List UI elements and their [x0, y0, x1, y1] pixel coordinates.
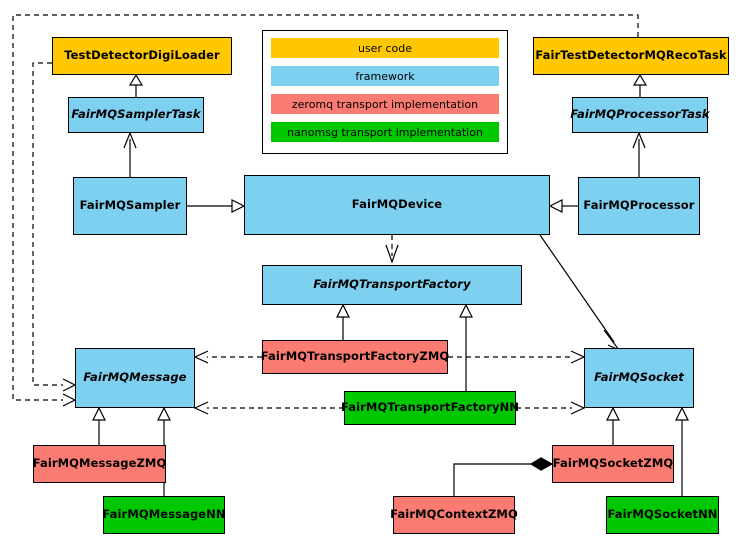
class-box-fairmqsamplertask[interactable]: FairMQSamplerTask [68, 97, 204, 133]
edge-transportfactoryzmq-to-transportfactory [336, 303, 350, 340]
edge-transportfactoryzmq-to-socket [448, 350, 586, 364]
class-box-fairmqprocessor[interactable]: FairMQProcessor [578, 177, 700, 235]
class-box-fairmqtransportfactorynn[interactable]: FairMQTransportFactoryNN [341, 391, 519, 425]
legend-panel: user code framework zeromq transport imp… [262, 30, 508, 154]
class-box-fairmqcontextzmq[interactable]: FairMQContextZMQ [390, 496, 518, 534]
edge-sampler-to-device [187, 199, 246, 213]
edge-samplertask-to-digiloader [128, 73, 144, 97]
edge-socketnn-to-socket [675, 406, 689, 496]
class-box-testdetectordigiloader[interactable]: TestDetectorDigiLoader [52, 37, 232, 75]
edge-sampler-to-samplertask [123, 131, 137, 177]
edge-transportfactoryzmq-to-message [193, 350, 262, 364]
edge-transportfactorynn-to-message [193, 401, 344, 415]
edge-contextzmq-to-socketzmq [453, 457, 554, 496]
class-box-fairmqprocessortask[interactable]: FairMQProcessorTask [570, 97, 710, 133]
class-box-fairmqmessage[interactable]: FairMQMessage [75, 348, 195, 408]
class-box-fairmqtransportfactoryzmq[interactable]: FairMQTransportFactoryZMQ [261, 340, 449, 374]
legend-item-zeromq: zeromq transport implementation [271, 94, 499, 114]
edge-processor-to-device [548, 199, 578, 213]
edge-socketzmq-to-socket [606, 406, 620, 445]
edge-messagezmq-to-message [92, 406, 106, 445]
edge-device-to-transportfactory [385, 235, 399, 264]
edge-device-to-socket [539, 234, 620, 351]
class-box-fairtestdetectormqrecotask[interactable]: FairTestDetectorMQRecoTask [533, 37, 729, 75]
class-box-fairmqmessagenn[interactable]: FairMQMessageNN [102, 496, 226, 534]
edge-processor-to-processortask [632, 131, 646, 177]
class-box-fairmqsampler[interactable]: FairMQSampler [73, 177, 187, 235]
legend-item-user-code: user code [271, 38, 499, 58]
class-box-fairmqsocket[interactable]: FairMQSocket [584, 348, 694, 408]
edge-processortask-to-recotask [632, 73, 648, 97]
legend-item-nanomsg: nanomsg transport implementation [271, 122, 499, 142]
class-box-fairmqmessagezmq[interactable]: FairMQMessageZMQ [33, 445, 166, 483]
edge-transportfactorynn-to-socket [516, 401, 586, 415]
class-box-fairmqtransportfactory[interactable]: FairMQTransportFactory [262, 265, 522, 305]
class-box-fairmqdevice[interactable]: FairMQDevice [244, 175, 550, 235]
legend-item-framework: framework [271, 66, 499, 86]
edge-transportfactorynn-to-transportfactory [459, 303, 473, 391]
class-box-fairmqsocketnn[interactable]: FairMQSocketNN [606, 496, 719, 534]
class-box-fairmqsocketzmq[interactable]: FairMQSocketZMQ [552, 445, 674, 483]
